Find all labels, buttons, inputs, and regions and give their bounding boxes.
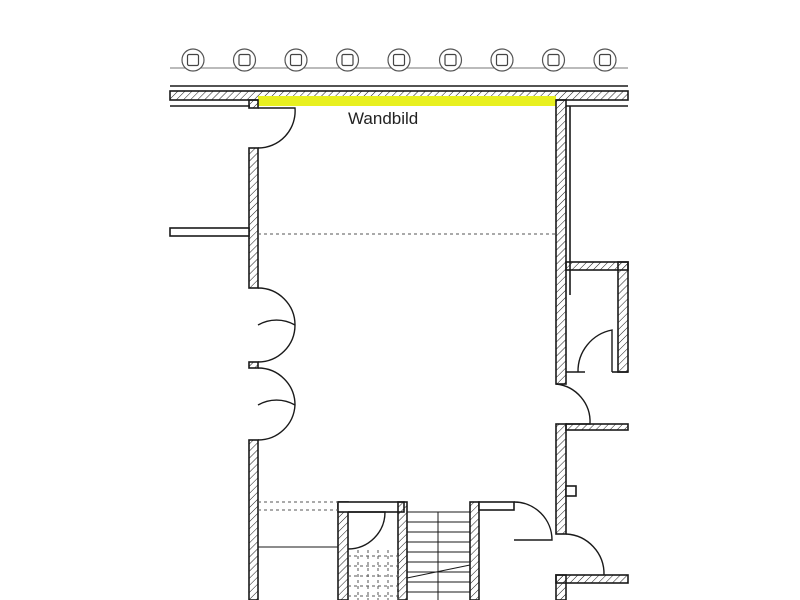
door-left-lower	[257, 367, 296, 441]
column	[490, 48, 514, 72]
lower-right-rooms	[513, 423, 629, 584]
right-wall	[555, 99, 571, 600]
right-small-room	[565, 261, 629, 373]
door-top-left	[257, 107, 296, 149]
door-left-lower-inner	[257, 399, 296, 406]
colonnade	[170, 48, 628, 72]
column	[181, 48, 205, 72]
door-lower-right	[565, 533, 605, 576]
door-small-room	[577, 329, 613, 373]
column	[387, 48, 411, 72]
column	[438, 48, 463, 72]
column	[284, 48, 308, 72]
stair-treads	[407, 511, 470, 600]
left-wall	[169, 99, 259, 600]
mural-highlight	[258, 96, 556, 106]
door-left-upper-inner	[257, 319, 296, 326]
column	[593, 48, 617, 72]
left-doors	[257, 107, 296, 441]
door-stair-hall	[513, 501, 553, 541]
stair-lower-grid	[348, 550, 399, 600]
column	[541, 48, 566, 72]
mural-label: Wandbild	[348, 109, 418, 128]
door-stair	[347, 511, 386, 550]
column-row	[181, 48, 617, 72]
column	[335, 48, 360, 72]
staircase	[258, 501, 515, 600]
door-right-corridor	[555, 383, 591, 425]
door-left-upper	[257, 287, 296, 363]
column	[232, 48, 257, 72]
